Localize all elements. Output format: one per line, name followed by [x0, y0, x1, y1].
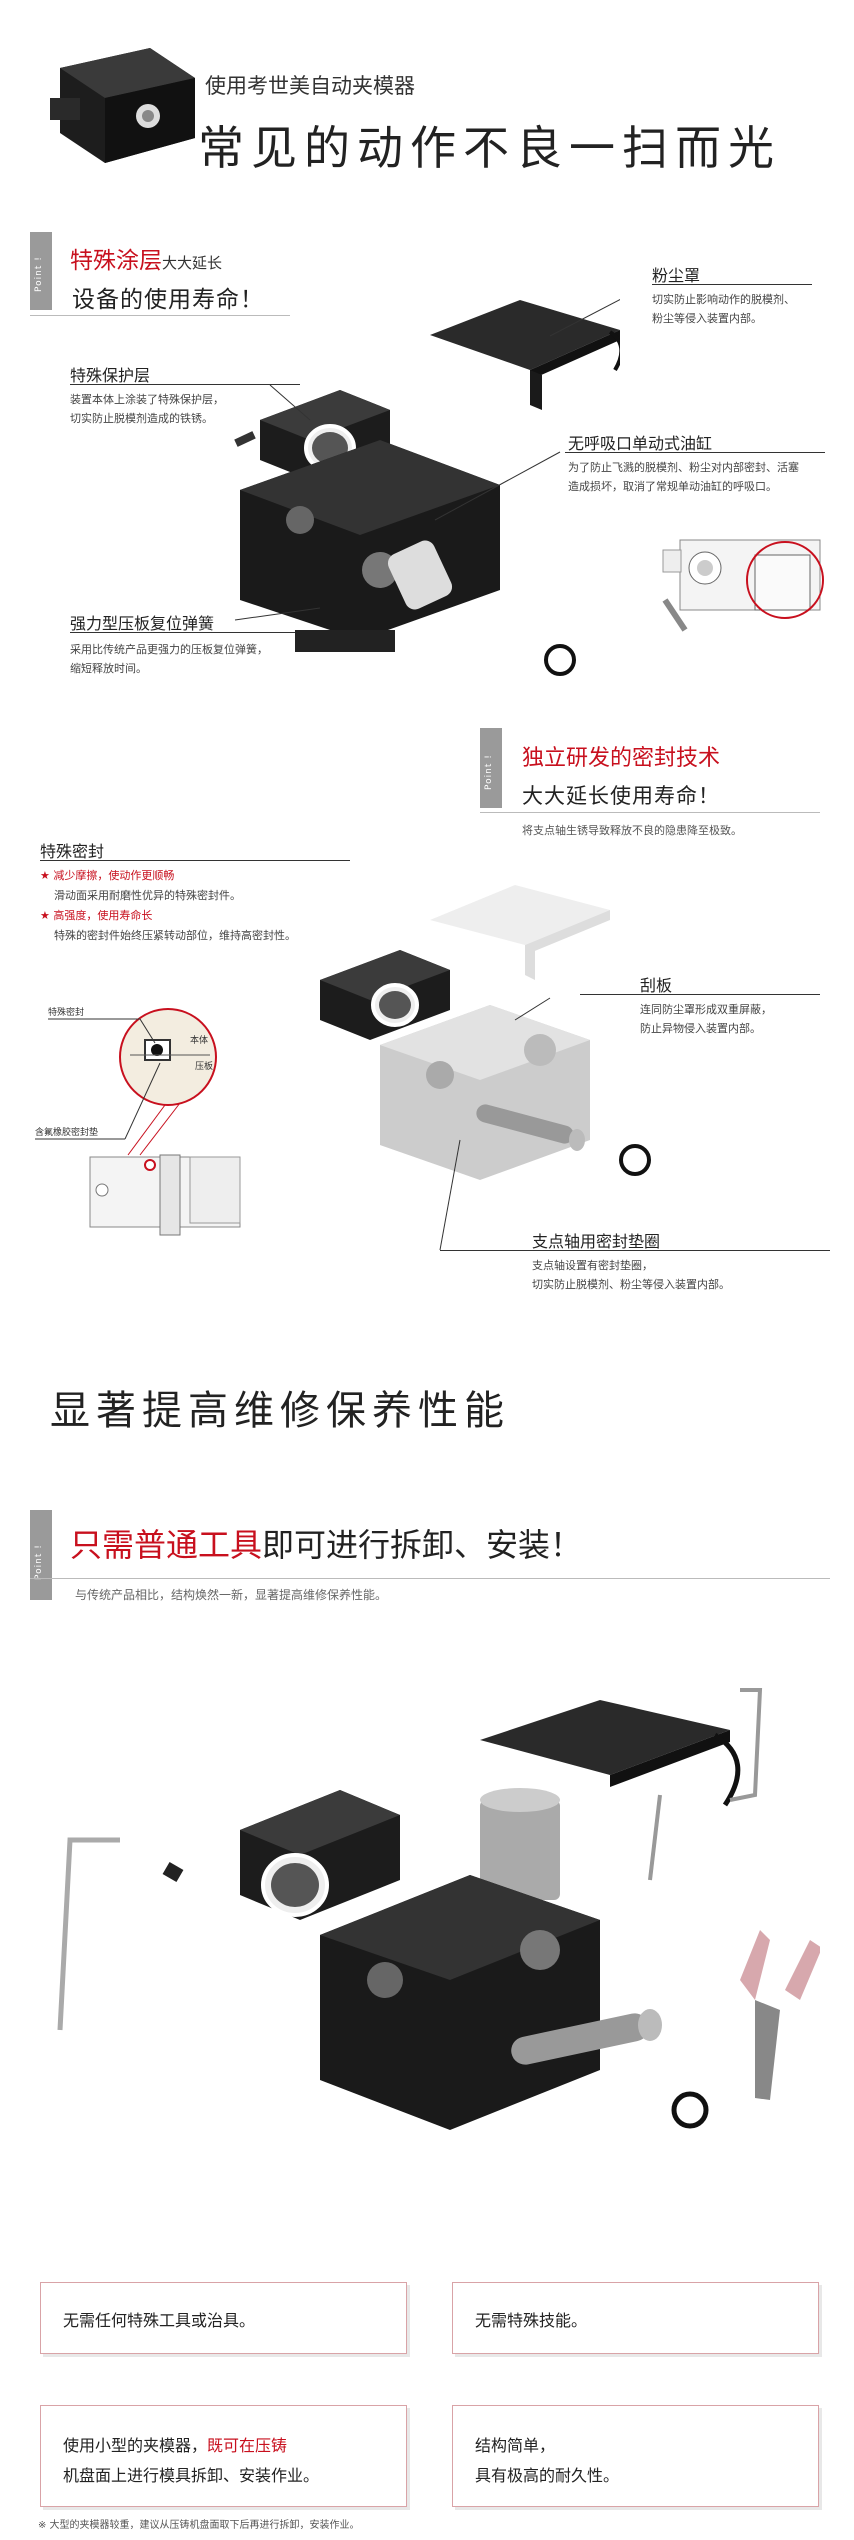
- seal-text: ★ 减少摩擦，使动作更顺畅 滑动面采用耐磨性优异的特殊密封件。 ★ 高强度，使用…: [40, 869, 296, 942]
- spring-title: 强力型压板复位弹簧: [70, 614, 215, 633]
- feature-box-no-special-tools: 无需任何特殊工具或治具。: [40, 2282, 407, 2354]
- svg-text:含氟橡胶密封垫: 含氟橡胶密封垫: [35, 1126, 98, 1138]
- scraper-text: 连同防尘罩形成双重屏蔽，防止异物侵入装置内部。: [640, 1003, 772, 1035]
- section3-heading: 只需普通工具即可进行拆卸、安装！: [70, 1526, 583, 1564]
- feature-box-small-clamp: 使用小型的夹模器，既可在压铸 机盘面上进行模具拆卸、安装作业。: [40, 2405, 407, 2507]
- seal-title: 特殊密封: [40, 842, 105, 861]
- page-title: 常见的动作不良一扫而光: [198, 121, 781, 175]
- exploded-view-2: [320, 885, 651, 1251]
- svg-text:本体: 本体: [190, 1034, 208, 1046]
- oil-cylinder-title: 无呼吸口单动式油缸: [568, 434, 713, 453]
- oil-cylinder-inset-diagram: [662, 539, 824, 632]
- scraper-title: 刮板: [640, 976, 673, 995]
- section1-heading: 特殊涂层大大延长: [70, 248, 223, 274]
- point-tab-2: Point !: [480, 728, 502, 808]
- tools-exploded-view: [57, 1688, 820, 2130]
- svg-text:压板: 压板: [195, 1060, 213, 1072]
- spring-text: 采用比传统产品更强力的压板复位弹簧，缩短释放时间。: [70, 643, 268, 675]
- oil-cylinder-text: 为了防止飞溅的脱模剂、粉尘对内部密封、活塞造成损坏，取消了常规单动油缸的呼吸口。: [568, 461, 799, 493]
- feature-box-durability: 结构简单， 具有极高的耐久性。: [452, 2405, 819, 2507]
- feature-box-no-special-skills: 无需特殊技能。: [452, 2282, 819, 2354]
- maintenance-title: 显著提高维修保养性能: [50, 1388, 510, 1434]
- exploded-view-1: [234, 299, 620, 676]
- pivot-text: 支点轴设置有密封垫圈，切实防止脱模剂、粉尘等侵入装置内部。: [532, 1259, 730, 1291]
- svg-text:特殊密封: 特殊密封: [48, 1006, 84, 1018]
- pivot-title: 支点轴用密封垫圈: [532, 1232, 661, 1251]
- protect-layer-text: 装置本体上涂装了特殊保护层，切实防止脱模剂造成的铁锈。: [70, 393, 224, 425]
- dust-cover-text: 切实防止影响动作的脱模剂、粉尘等侵入装置内部。: [652, 293, 795, 325]
- section2-heading-line2: 大大延长使用寿命！: [522, 784, 720, 808]
- section2-note: 将支点轴生锈导致释放不良的隐患降至极致。: [522, 824, 742, 837]
- header-subtitle: 使用考世美自动夹模器: [205, 74, 415, 98]
- dust-cover-title: 粉尘罩: [652, 266, 701, 285]
- section2-heading: 独立研发的密封技术: [522, 746, 721, 771]
- section3-note: 与传统产品相比，结构焕然一新，显著提高维修保养性能。: [75, 1588, 388, 1602]
- seal-detail-diagram: 本体 压板 特殊密封 含氟橡胶密封垫: [35, 1006, 241, 1236]
- point-tab-3: Point !: [30, 1510, 52, 1600]
- section1-heading-line2: 设备的使用寿命！: [72, 287, 264, 313]
- point-tab: Point !: [30, 232, 52, 310]
- footnote: ※ 大型的夹模器较重，建议从压铸机盘面取下后再进行拆卸，安装作业。: [38, 2520, 360, 2531]
- clamp-product-photo: [50, 48, 195, 163]
- protect-layer-title: 特殊保护层: [70, 366, 151, 385]
